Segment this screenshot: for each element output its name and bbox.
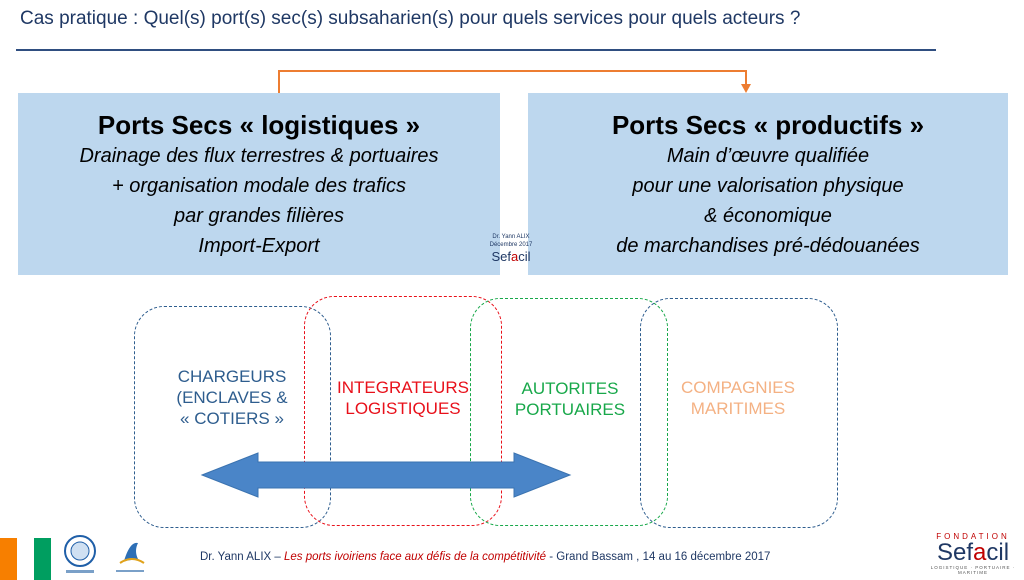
page-title: Cas pratique : Quel(s) port(s) sec(s) su… — [20, 8, 801, 29]
productive-panel-line: & économique — [704, 205, 832, 227]
logistic-panel-line: Drainage des flux terrestres & portuaire… — [79, 145, 439, 167]
compagnies-label: COMPAGNIES MARITIMES — [650, 377, 826, 419]
connector-line — [278, 70, 747, 93]
chargeurs-label-line: CHARGEURS — [177, 367, 287, 386]
logistic-panel-heading: Ports Secs « logistiques » — [97, 110, 421, 140]
integrateurs-label-line: INTEGRATEURS — [337, 378, 469, 397]
autorites-label-line: PORTUAIRES — [514, 400, 626, 419]
autorites-box — [470, 298, 668, 526]
productive-panel-line: pour une valorisation physique — [632, 175, 904, 197]
fondation-sefacil-logo: FONDATION Sefacil LOGISTIQUE · PORTUAIRE… — [930, 532, 1016, 575]
connector-arrowhead-icon — [741, 84, 751, 93]
stamp-logo: Sefacil — [491, 249, 531, 264]
integrateurs-label: INTEGRATEURS LOGISTIQUES — [315, 377, 491, 419]
seal-logo-icon — [64, 535, 96, 573]
productive-panel-heading: Ports Secs « productifs » — [611, 110, 925, 140]
integrateurs-label-line: LOGISTIQUES — [345, 399, 461, 418]
logistic-panel-line: par grandes filières — [173, 205, 345, 227]
stamp-author: Dr. Yann ALIX — [492, 234, 530, 240]
integrateurs-box — [304, 296, 502, 526]
compagnies-label-line: COMPAGNIES — [681, 378, 795, 397]
ivory-coast-flag — [0, 538, 60, 580]
logistic-panel-line: + organisation modale des trafics — [111, 175, 407, 197]
productive-panel-line: de marchandises pré-dédouanées — [616, 235, 920, 257]
productive-panel-line: Main d’œuvre qualifiée — [666, 145, 870, 167]
compagnies-box — [640, 298, 838, 528]
compagnies-label-line: MARITIMES — [690, 399, 786, 418]
logistic-dry-ports-panel: Ports Secs « logistiques » Drainage des … — [18, 93, 500, 275]
port-authority-logo-icon — [116, 542, 145, 572]
author-stamp: Dr. Yann ALIX Décembre 2017 Sefacil — [478, 233, 544, 264]
logistic-panel-line: Import-Export — [198, 235, 320, 257]
stamp-date: Décembre 2017 — [489, 242, 533, 248]
chargeurs-label-line: « COTIERS » — [180, 409, 284, 428]
chargeurs-label: CHARGEURS (ENCLAVES & « COTIERS » — [144, 366, 320, 429]
autorites-label: AUTORITES PORTUAIRES — [482, 378, 658, 420]
chargeurs-label-line: (ENCLAVES & — [176, 388, 288, 407]
chargeurs-box — [134, 306, 331, 528]
productive-dry-ports-panel: Ports Secs « productifs » Main d’œuvre q… — [528, 93, 1008, 275]
title-underline — [16, 49, 936, 51]
footer-credits: Dr. Yann ALIX – Les ports ivoiriens face… — [200, 551, 771, 563]
autorites-label-line: AUTORITES — [521, 379, 619, 398]
double-arrow-shape — [200, 452, 572, 498]
panel-connector — [278, 70, 751, 93]
